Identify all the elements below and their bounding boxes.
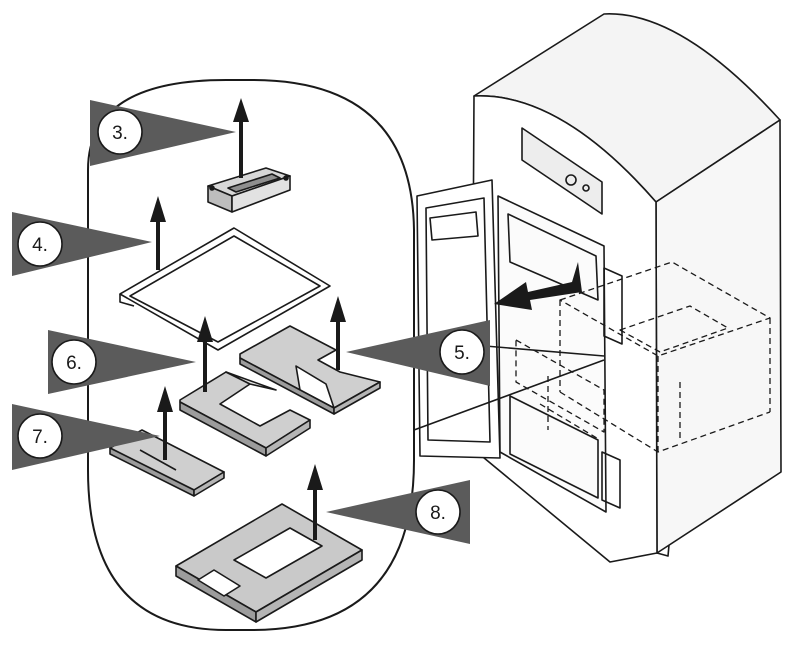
step-badges: 3. 4. 5. 6. 7. 8. bbox=[17, 109, 485, 535]
step-label-7: 7. bbox=[32, 427, 48, 448]
cabinet-foot bbox=[656, 544, 670, 557]
control-button bbox=[582, 184, 590, 192]
step-badge-6: 6. bbox=[51, 339, 97, 385]
up-arrow-7 bbox=[157, 386, 173, 460]
step-badge-3: 3. bbox=[97, 109, 143, 155]
dashed-extraction-outline bbox=[515, 261, 771, 453]
boiler-cabinet bbox=[416, 13, 782, 563]
part-8-base-plate bbox=[175, 503, 363, 623]
chamber-interior bbox=[507, 213, 599, 301]
step-badge-7: 7. bbox=[17, 413, 63, 459]
step-label-3: 3. bbox=[112, 123, 128, 144]
up-arrow-5 bbox=[330, 296, 346, 370]
step-badge-5: 5. bbox=[439, 329, 485, 375]
removal-arrows bbox=[150, 98, 346, 540]
part-6-insulation-plate bbox=[179, 371, 311, 457]
side-bracket-upper bbox=[603, 267, 623, 345]
step-label-8: 8. bbox=[430, 503, 446, 524]
up-arrow-6 bbox=[197, 316, 213, 392]
up-arrow-8 bbox=[307, 464, 323, 540]
step-badge-8: 8. bbox=[415, 489, 461, 535]
step-label-6: 6. bbox=[66, 353, 82, 374]
part-4-gasket-frame bbox=[119, 227, 331, 351]
extraction-arrow bbox=[494, 262, 582, 310]
control-panel bbox=[521, 127, 603, 215]
up-arrow-3 bbox=[233, 98, 249, 178]
step-label-5: 5. bbox=[454, 343, 470, 364]
control-knob bbox=[565, 174, 577, 186]
part-3-connector bbox=[207, 167, 291, 213]
open-door bbox=[416, 179, 501, 459]
chamber-lower-tray bbox=[509, 395, 599, 499]
exploded-parts bbox=[109, 167, 381, 623]
step-badge-4: 4. bbox=[17, 221, 63, 267]
door-window bbox=[429, 211, 479, 241]
side-bracket-lower bbox=[601, 451, 621, 509]
part-5-insulation-block bbox=[239, 325, 381, 415]
step-label-4: 4. bbox=[32, 235, 48, 256]
up-arrow-4 bbox=[150, 196, 166, 270]
parts-enclosure bbox=[87, 79, 415, 631]
